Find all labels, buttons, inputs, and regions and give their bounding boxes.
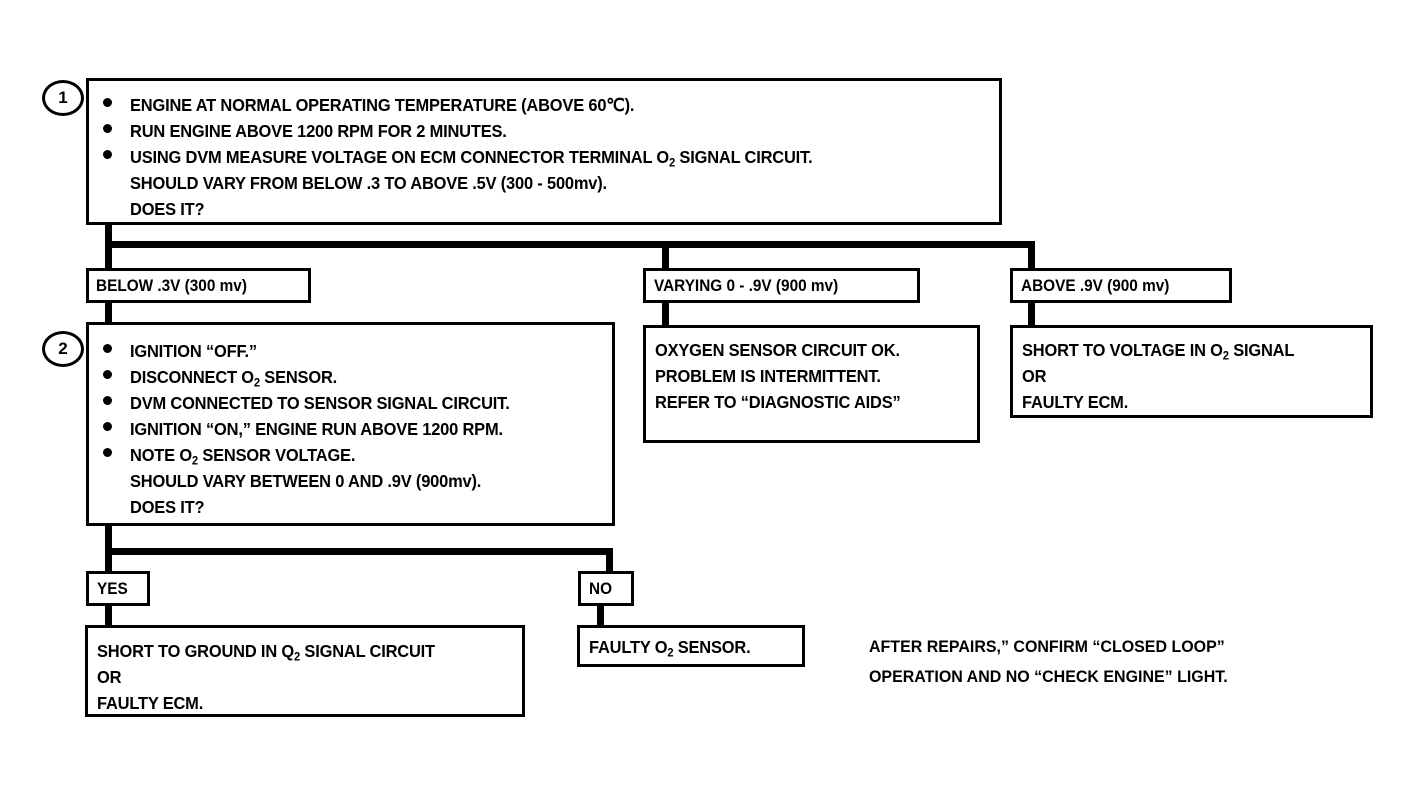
step1-bullet-text-3-subscript: 2	[669, 155, 676, 170]
yes-result-box	[85, 625, 525, 717]
connector-step2-stub	[105, 525, 112, 549]
branch-varying-box	[643, 268, 920, 303]
yes-result-line-1: SHORT TO GROUND IN Q2 SIGNAL CIRCUIT	[97, 638, 435, 669]
connector-above-to-result	[1028, 301, 1035, 325]
connector-yes-to-result	[105, 605, 112, 627]
step2-bullet-dot-3	[103, 396, 112, 405]
step1-box	[86, 78, 1002, 225]
connector-drop-above	[1028, 241, 1035, 271]
connector-yesno-bus	[105, 548, 613, 555]
decision-no-label: NO	[589, 580, 613, 598]
decision-no-box	[578, 571, 634, 606]
connector-step1-stub	[105, 224, 112, 248]
connector-drop-no	[606, 548, 613, 572]
right-result-line-1: SHORT TO VOLTAGE IN O2 SIGNAL	[1022, 337, 1294, 368]
step2-bullet-text-5-post: SENSOR VOLTAGE.	[197, 445, 356, 465]
right-result-line-2: OR	[1022, 366, 1047, 386]
step2-bullet-text-5-pre: NOTE O	[130, 445, 192, 465]
branch-below-box	[86, 268, 311, 303]
middle-result-line-3: REFER TO “DIAGNOSTIC AIDS”	[655, 392, 901, 412]
connector-no-to-result	[597, 605, 604, 627]
step2-box	[86, 322, 615, 526]
connector-below-to-step2	[105, 301, 112, 325]
middle-result-box	[643, 325, 980, 443]
step1-bullet-text-1: ENGINE AT NORMAL OPERATING TEMPERATURE (…	[130, 95, 635, 115]
step1-continuation-1: SHOULD VARY FROM BELOW .3 TO ABOVE .5V (…	[130, 173, 607, 193]
step1-bullet-dot-2	[103, 124, 112, 133]
no-result-line: FAULTY O2 SENSOR.	[589, 634, 751, 665]
footer-note-line-1: AFTER REPAIRS,” CONFIRM “CLOSED LOOP”	[869, 637, 1225, 656]
yes-result-line-1-post: SIGNAL CIRCUIT	[300, 641, 435, 661]
yes-result-line-2: OR	[97, 667, 122, 687]
step2-bullet-dot-1	[103, 344, 112, 353]
step2-bullet-dot-4	[103, 422, 112, 431]
middle-result-line-1: OXYGEN SENSOR CIRCUIT OK.	[655, 340, 900, 360]
decision-yes-label: YES	[97, 580, 128, 598]
step2-bullet-text-2: DISCONNECT O2 SENSOR.	[130, 364, 337, 395]
step2-bullet-text-1: IGNITION “OFF.”	[130, 341, 257, 361]
no-result-line-subscript: 2	[667, 645, 674, 660]
step-marker-1-label: 1	[58, 88, 68, 107]
connector-drop-below	[105, 241, 112, 271]
yes-result-line-1-subscript: 2	[294, 649, 301, 664]
step2-bullet-text-5-subscript: 2	[191, 453, 198, 468]
branch-above-box	[1010, 268, 1232, 303]
step1-bullet-text-3-suffix: SIGNAL CIRCUIT.	[675, 147, 813, 167]
right-result-line-1-pre: SHORT TO VOLTAGE IN O	[1022, 340, 1223, 360]
connector-drop-yes	[105, 548, 112, 572]
step1-bullet-text-3-main: USING DVM MEASURE VOLTAGE ON ECM CONNECT…	[130, 147, 670, 167]
step-marker-2: 2	[42, 331, 84, 367]
decision-yes-box	[86, 571, 150, 606]
step1-bullet-text-3: USING DVM MEASURE VOLTAGE ON ECM CONNECT…	[130, 144, 813, 175]
branch-varying-label: VARYING 0 - .9V (900 mv)	[654, 277, 839, 295]
step2-bullet-text-2-subscript: 2	[253, 375, 260, 390]
step2-bullet-text-3: DVM CONNECTED TO SENSOR SIGNAL CIRCUIT.	[130, 393, 510, 413]
branch-below-label: BELOW .3V (300 mv)	[96, 277, 247, 295]
step2-bullet-text-2-pre: DISCONNECT O	[130, 367, 254, 387]
step1-continuation-2: DOES IT?	[130, 199, 205, 219]
step1-bullet-text-2: RUN ENGINE ABOVE 1200 RPM FOR 2 MINUTES.	[130, 121, 507, 141]
step2-continuation-2: DOES IT?	[130, 497, 205, 517]
step2-bullet-text-4: IGNITION “ON,” ENGINE RUN ABOVE 1200 RPM…	[130, 419, 503, 439]
step2-bullet-dot-5	[103, 448, 112, 457]
step2-bullet-text-2-post: SENSOR.	[259, 367, 338, 387]
right-result-box	[1010, 325, 1373, 418]
connector-drop-varying	[662, 241, 669, 271]
yes-result-line-3: FAULTY ECM.	[97, 693, 204, 713]
right-result-line-1-post: SIGNAL	[1228, 340, 1295, 360]
no-result-line-pre: FAULTY O	[589, 637, 668, 657]
no-result-line-post: SENSOR.	[673, 637, 751, 657]
step2-continuation-1: SHOULD VARY BETWEEN 0 AND .9V (900mv).	[130, 471, 482, 491]
middle-result-line-2: PROBLEM IS INTERMITTENT.	[655, 366, 881, 386]
step1-bullet-dot-3	[103, 150, 112, 159]
step2-bullet-text-5: NOTE O2 SENSOR VOLTAGE.	[130, 442, 355, 473]
connector-top-bus	[105, 241, 1035, 248]
no-result-box	[577, 625, 805, 667]
step-marker-1: 1	[42, 80, 84, 116]
connector-varying-to-result	[662, 301, 669, 325]
step1-bullet-dot-1	[103, 98, 112, 107]
step2-bullet-dot-2	[103, 370, 112, 379]
step-marker-2-label: 2	[58, 339, 68, 358]
branch-above-label: ABOVE .9V (900 mv)	[1021, 277, 1170, 295]
footer-note-line-2: OPERATION AND NO “CHECK ENGINE” LIGHT.	[869, 667, 1228, 686]
yes-result-line-1-pre: SHORT TO GROUND IN Q	[97, 641, 295, 661]
right-result-line-1-subscript: 2	[1222, 348, 1229, 363]
right-result-line-3: FAULTY ECM.	[1022, 392, 1129, 412]
